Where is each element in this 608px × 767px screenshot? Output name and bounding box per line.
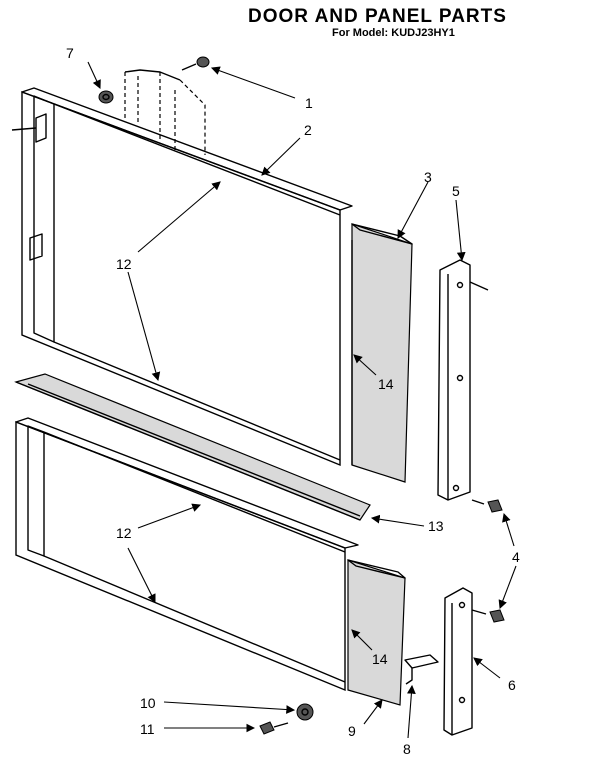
lower-panel-insert xyxy=(347,559,406,706)
callout-11: 11 xyxy=(140,721,155,737)
leader-lines xyxy=(87,61,517,739)
screw-part-1 xyxy=(181,56,210,71)
callout-12-upper: 12 xyxy=(116,256,132,272)
callout-12-lower: 12 xyxy=(116,525,132,541)
lower-door-panel xyxy=(15,417,359,692)
callout-4: 4 xyxy=(512,549,520,565)
nut-part-10 xyxy=(296,703,314,721)
callout-9: 9 xyxy=(348,723,356,739)
screw-part-11 xyxy=(259,721,289,735)
callout-6: 6 xyxy=(508,677,516,693)
screw-part-4-lower xyxy=(471,609,505,623)
callout-2: 2 xyxy=(304,122,312,138)
callout-5: 5 xyxy=(452,183,460,199)
callout-3: 3 xyxy=(424,169,432,185)
frame-strip-part-5 xyxy=(437,259,489,501)
frame-strip-part-6 xyxy=(443,587,473,736)
upper-panel-insert xyxy=(351,223,413,483)
screw-part-4-upper xyxy=(471,499,503,513)
callout-13: 13 xyxy=(428,518,444,534)
callout-14-upper: 14 xyxy=(378,376,394,392)
callout-14-lower: 14 xyxy=(372,651,388,667)
bracket-part-8 xyxy=(404,654,439,685)
diagram-title: DOOR AND PANEL PARTS xyxy=(248,6,507,27)
callout-8: 8 xyxy=(403,741,411,757)
upper-door-panel xyxy=(11,69,353,467)
model-subtitle: For Model: KUDJ23HY1 xyxy=(332,27,455,39)
divider-trim-part-13 xyxy=(14,373,371,521)
callout-10: 10 xyxy=(140,695,156,711)
grommet-part-7 xyxy=(98,90,114,104)
callout-7: 7 xyxy=(66,45,74,61)
callout-1: 1 xyxy=(305,95,313,111)
